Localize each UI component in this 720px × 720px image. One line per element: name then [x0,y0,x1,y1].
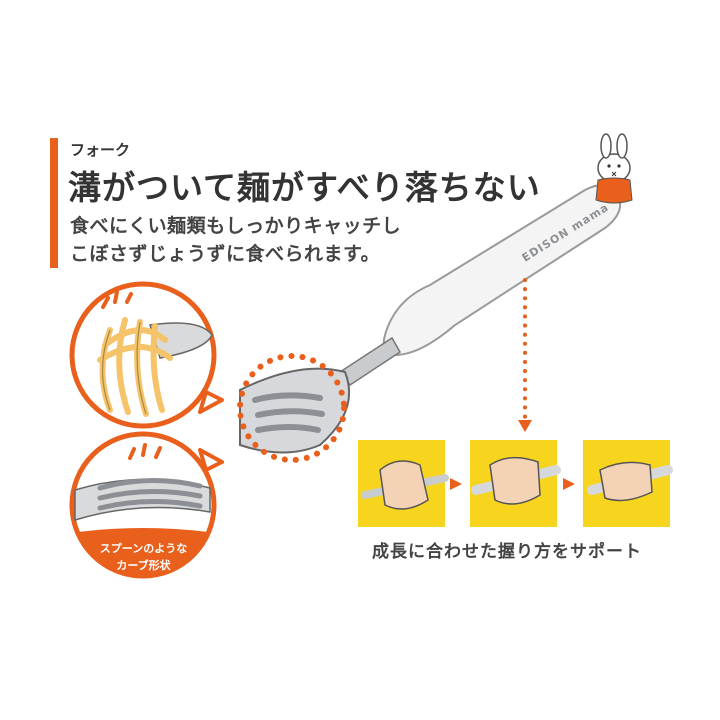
grip-caption: 成長に合わせた握り方をサポート [372,542,642,562]
arrow-right-icon [563,478,575,490]
description-line-2: こぼさずじょうずに食べられます。 [70,243,381,265]
arrow-right-icon [450,478,462,490]
grip-step-3 [583,440,673,527]
product-type-label: フォーク [70,141,131,159]
grip-step-2 [470,440,561,527]
bunny-icon [595,133,633,204]
dotted-arrow [518,278,532,432]
curve-closeup-circle [69,431,224,579]
accent-bar [50,138,58,268]
grip-step-1 [358,440,449,527]
badge-text-line-2: カーブ形状 [116,559,171,572]
headline: 溝がついて麺がすべり落ちない [68,168,541,207]
badge-text-line-1: スプーンのような [99,542,188,555]
noodle-closeup-circle [69,281,224,429]
edison-fork: EDISON mama [237,133,633,463]
description-line-1: 食べにくい麺類もしっかりキャッチし [70,215,402,237]
